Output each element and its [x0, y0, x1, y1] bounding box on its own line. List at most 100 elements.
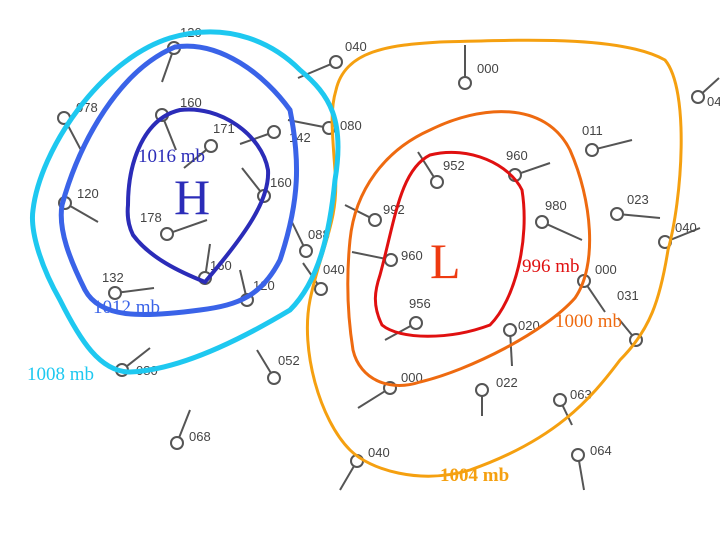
station: 000 [577, 262, 617, 313]
station: 980 [535, 198, 583, 241]
station-circle-icon [160, 227, 174, 241]
station-pressure-label: 960 [401, 248, 423, 263]
wind-barb-icon [256, 349, 272, 374]
station-pressure-label: 020 [518, 318, 540, 333]
isobar-label-1004: 1004 mb [440, 465, 509, 486]
station-circle-icon [267, 125, 281, 139]
station-circle-icon [383, 381, 397, 395]
station: 000 [458, 45, 499, 90]
station: 011 [582, 123, 633, 157]
wind-barb-icon [65, 122, 83, 153]
wind-barb-icon [69, 205, 99, 223]
station-pressure-label: 063 [570, 387, 592, 402]
station-pressure-label: 064 [590, 443, 612, 458]
station-pressure-label: 080 [340, 118, 362, 133]
station-pressure-label: 000 [595, 262, 617, 277]
station: 023 [610, 192, 661, 221]
wind-barb-icon [172, 219, 208, 233]
wind-barb-icon [120, 287, 155, 294]
station: 178 [140, 210, 208, 241]
station-pressure-label: 178 [140, 210, 162, 225]
station-pressure-label: 952 [443, 158, 465, 173]
station: 052 [256, 349, 300, 385]
station-circle-icon [610, 207, 624, 221]
wind-barb-icon [239, 269, 247, 295]
station-pressure-label: 132 [102, 270, 124, 285]
station-pressure-label: 040 [368, 445, 390, 460]
wind-barb-icon [178, 409, 191, 438]
station-circle-icon [691, 90, 705, 104]
wind-barb-icon [547, 223, 583, 241]
station: 068 [170, 409, 211, 450]
station-circle-icon [170, 436, 184, 450]
wind-barb-icon [597, 139, 633, 150]
station-pressure-label: 040 [675, 220, 697, 235]
high-pressure-center: H [174, 169, 210, 225]
station-pressure-label: 052 [278, 353, 300, 368]
isobar-1004 [305, 38, 683, 478]
isobar-1000 [346, 110, 592, 387]
wind-barb-icon [417, 151, 435, 178]
station: 063 [553, 387, 592, 426]
wind-barb-icon [561, 404, 573, 426]
wind-barb-icon [701, 77, 720, 94]
station: 120 [58, 186, 99, 223]
wind-barb-icon [617, 317, 633, 336]
station-circle-icon [267, 371, 281, 385]
station-pressure-label: 160 [180, 95, 202, 110]
station: 031 [617, 288, 643, 347]
wind-barb-icon [241, 167, 262, 192]
station-pressure-label: 031 [617, 288, 639, 303]
station-circle-icon [299, 244, 313, 258]
isobars-layer [29, 29, 683, 478]
station-circle-icon [458, 76, 472, 90]
station-circle-icon [475, 383, 489, 397]
station-pressure-label: 120 [77, 186, 99, 201]
wind-barb-icon [204, 243, 211, 273]
station-pressure-label: 040 [345, 39, 367, 54]
station: 171 [183, 121, 235, 169]
station-pressure-label: 980 [545, 198, 567, 213]
station-pressure-label: 000 [477, 61, 499, 76]
station-circle-icon [629, 333, 643, 347]
isobar-label-1016: 1016 mb [138, 146, 205, 167]
wind-barb-icon [586, 285, 606, 313]
wind-barb-icon [126, 347, 151, 368]
station: 952 [417, 151, 465, 189]
wind-barb-icon [622, 213, 661, 219]
isobar-1008 [29, 29, 341, 375]
labels-layer: 1016 mb 1012 mb 1008 mb 996 mb 1000 mb 1… [27, 146, 622, 486]
station: 132 [102, 270, 155, 300]
station-pressure-label: 068 [189, 429, 211, 444]
station-pressure-label: 956 [409, 296, 431, 311]
station: 000 [357, 370, 423, 409]
station-pressure-label: 960 [506, 148, 528, 163]
station-circle-icon [384, 253, 398, 267]
station-circle-icon [409, 316, 423, 330]
station: 040 [658, 220, 701, 249]
wind-barb-icon [520, 162, 551, 174]
station-pressure-label: 011 [582, 123, 603, 138]
station-pressure-label: 160 [270, 175, 292, 190]
wind-barb-icon [183, 149, 207, 169]
stations-layer: 1200781601711420800400000400119529609929… [57, 25, 720, 491]
station-circle-icon [329, 55, 343, 69]
isobar-label-1000: 1000 mb [555, 311, 622, 332]
station-circle-icon [503, 323, 517, 337]
station-circle-icon [314, 282, 328, 296]
wind-barb-icon [509, 335, 513, 367]
wind-barb-icon [670, 227, 701, 241]
wind-barb-icon [351, 251, 386, 260]
low-pressure-center: L [430, 233, 461, 289]
station: 022 [475, 375, 518, 416]
station-circle-icon [108, 286, 122, 300]
station: 160 [241, 167, 292, 203]
wind-barb-icon [163, 120, 177, 151]
station-circle-icon [585, 143, 599, 157]
wind-barb-icon [357, 390, 386, 409]
isobar-label-996: 996 mb [522, 256, 580, 277]
station: 160 [155, 95, 202, 151]
station: 020 [503, 318, 540, 367]
station-circle-icon [368, 213, 382, 227]
